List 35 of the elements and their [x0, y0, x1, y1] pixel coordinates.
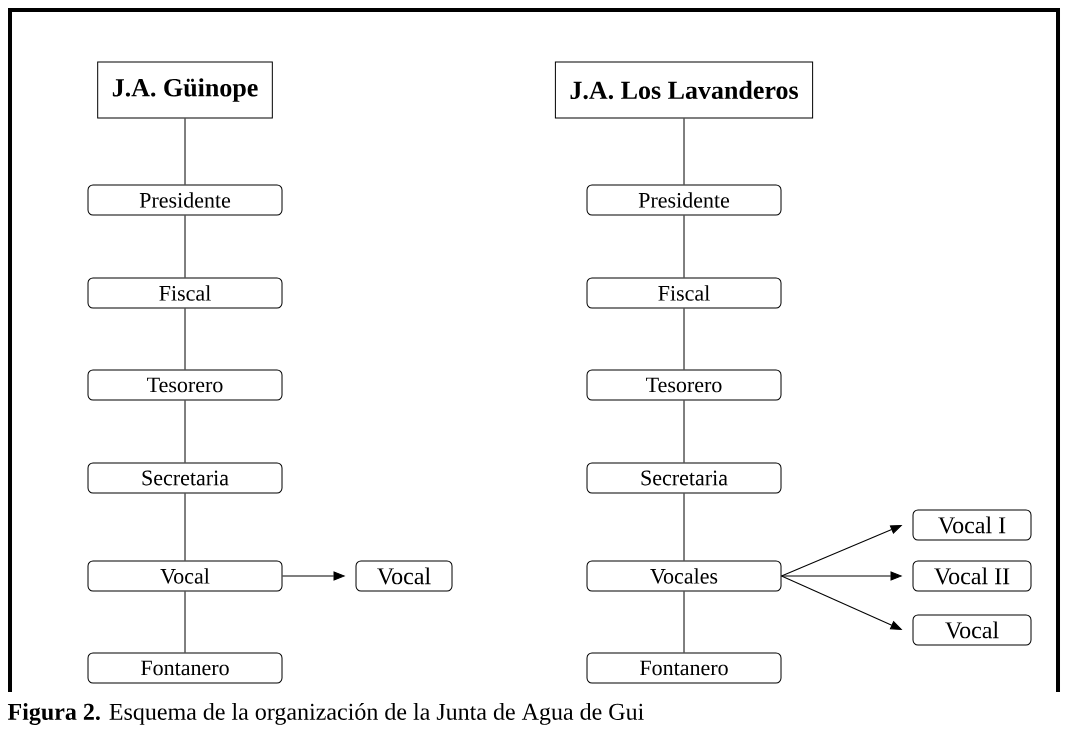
connector-line — [683, 493, 685, 561]
connector-line — [184, 400, 186, 463]
header-box: J.A. Güinope — [97, 61, 273, 119]
role-box: Vocal — [87, 560, 283, 592]
role-box: Secretaria — [87, 462, 283, 494]
arrow — [282, 571, 345, 581]
role-box: Vocales — [586, 560, 782, 592]
role-box: Fontanero — [586, 652, 782, 684]
role-box: Fiscal — [586, 277, 782, 309]
role-box: Vocal I — [912, 509, 1032, 541]
role-box: Tesorero — [87, 369, 283, 401]
header-box: J.A. Los Lavanderos — [554, 61, 814, 119]
connector-line — [683, 591, 685, 653]
role-box: Presidente — [87, 184, 283, 216]
connector-line — [184, 215, 186, 278]
role-box: Fontanero — [87, 652, 283, 684]
connector-line — [184, 308, 186, 370]
connector-line — [184, 118, 186, 185]
role-box: Vocal — [355, 560, 453, 592]
role-box: Fiscal — [87, 277, 283, 309]
connector-line — [683, 118, 685, 185]
connector-line — [683, 215, 685, 278]
connector-line — [683, 308, 685, 370]
role-box: Vocal — [912, 614, 1032, 646]
arrow — [781, 571, 902, 581]
role-box: Tesorero — [586, 369, 782, 401]
arrow — [781, 575, 902, 630]
role-box: Secretaria — [586, 462, 782, 494]
role-box: Vocal II — [912, 560, 1032, 592]
role-box: Presidente — [586, 184, 782, 216]
connector-line — [184, 591, 186, 653]
connector-line — [184, 493, 186, 561]
arrow — [781, 525, 902, 577]
caption: Figura 2. Esquema de la organización de la Junta de Agua de Gui — [7, 703, 644, 725]
connector-line — [683, 400, 685, 463]
